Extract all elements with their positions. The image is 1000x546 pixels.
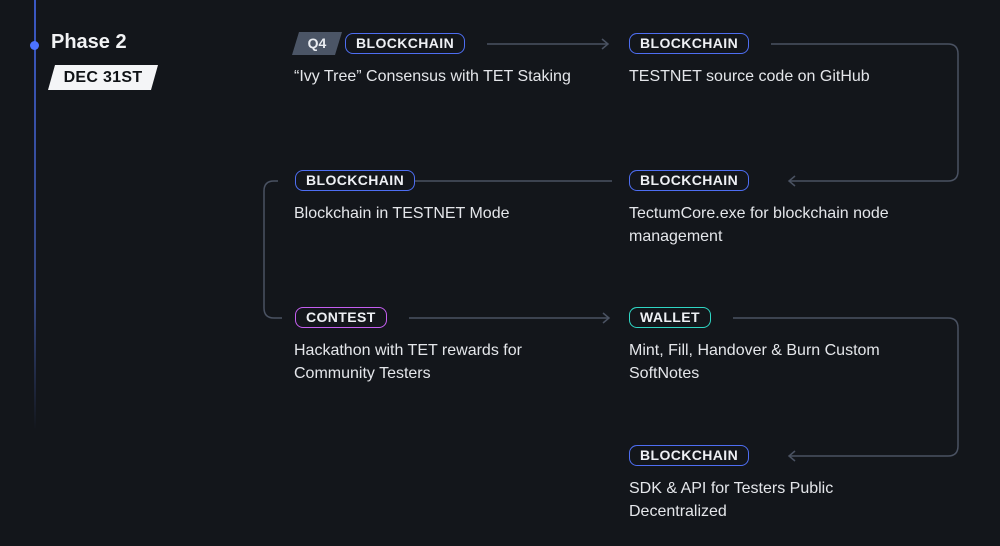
timeline-dot: [30, 41, 39, 50]
tag-blockchain: BLOCKCHAIN: [629, 33, 750, 54]
tag-blockchain: BLOCKCHAIN: [295, 170, 416, 191]
arrow-head-icon: [602, 312, 611, 324]
connector-3-5: [263, 180, 282, 319]
tag-contest: CONTEST: [295, 307, 387, 328]
item-description: Blockchain in TESTNET Mode: [294, 205, 510, 222]
item-description: Hackathon with TET rewards for Community…: [294, 342, 522, 382]
arrow-head-icon: [787, 175, 796, 187]
arrow-head-icon: [601, 38, 610, 50]
item-description: TESTNET source code on GitHub: [629, 68, 870, 85]
timeline-line: [34, 0, 36, 430]
tag-blockchain: BLOCKCHAIN: [629, 445, 750, 466]
item-description: “Ivy Tree” Consensus with TET Staking: [294, 68, 571, 85]
tag-blockchain: BLOCKCHAIN: [345, 33, 466, 54]
item-description: Mint, Fill, Handover & Burn Custom SoftN…: [629, 342, 880, 382]
connector-6-7: [733, 317, 959, 457]
tag-wallet: WALLET: [629, 307, 711, 328]
item-description: SDK & API for Testers Public Decentraliz…: [629, 480, 834, 520]
arrow-head-icon: [787, 450, 796, 462]
tag-blockchain: BLOCKCHAIN: [629, 170, 750, 191]
phase-title: Phase 2: [51, 31, 127, 53]
quarter-badge: Q4: [292, 32, 342, 55]
connector-2-4: [771, 43, 959, 182]
date-badge: DEC 31ST: [48, 65, 158, 90]
item-description: TectumCore.exe for blockchain node manag…: [629, 205, 889, 245]
